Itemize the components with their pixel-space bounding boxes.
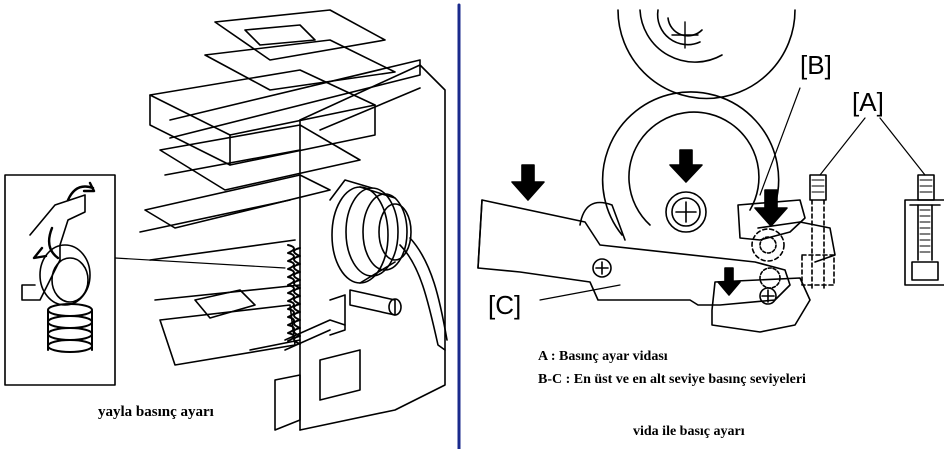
right-diagram: [B] [A] [C] — [477, 9, 944, 333]
label-a: [A] — [852, 87, 884, 117]
left-caption: yayla basınç ayarı — [98, 404, 214, 420]
label-c: [C] — [488, 290, 521, 320]
legend-line-bc: B-C : En üst ve en alt seviye basınç sev… — [538, 372, 806, 387]
right-caption: vida ile basıç ayarı — [633, 424, 745, 439]
label-b: [B] — [800, 50, 832, 80]
legend-line-a: A : Basınç ayar vidası — [538, 349, 668, 364]
left-diagram — [4, 9, 448, 431]
